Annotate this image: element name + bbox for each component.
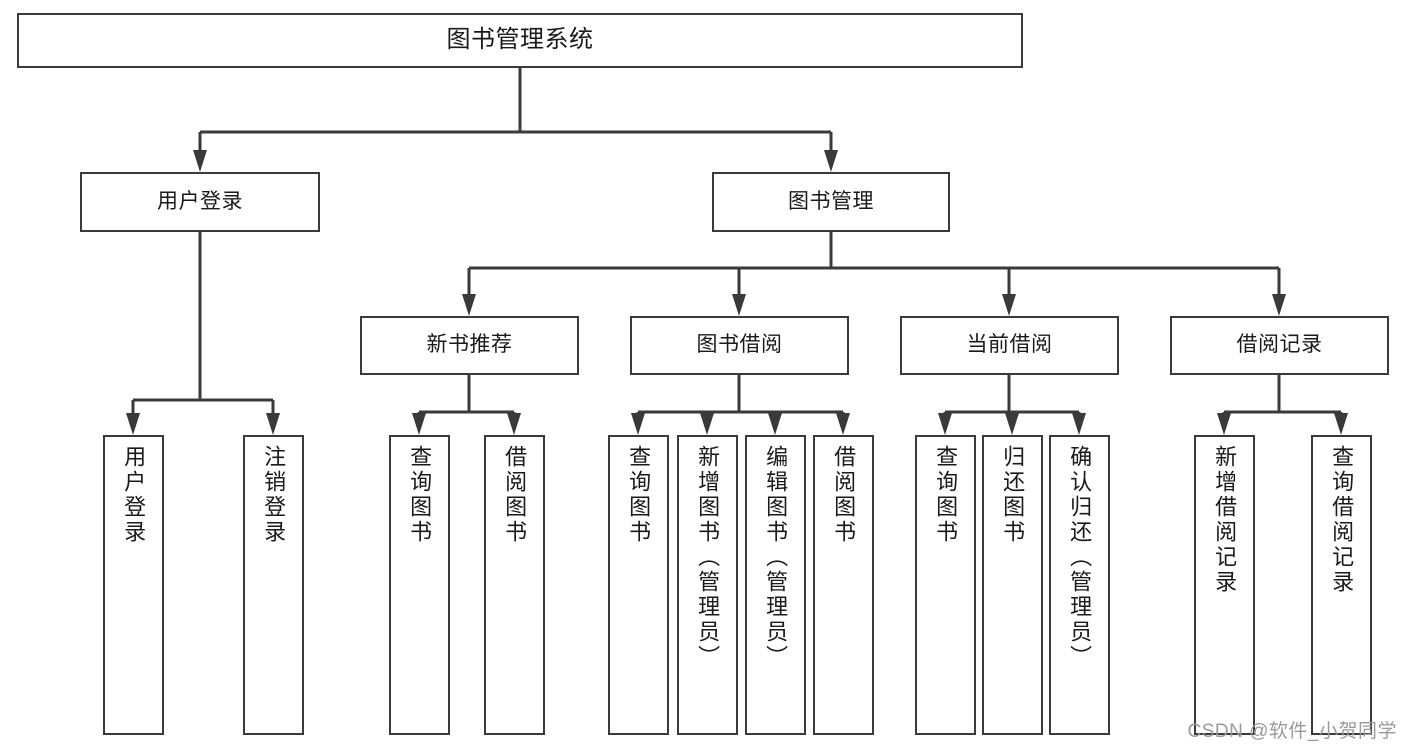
- node-leaf-5[interactable]: 新增图书（管理员）: [677, 435, 738, 735]
- node-level3-1[interactable]: 图书借阅: [630, 316, 849, 375]
- node-level3-3[interactable]: 借阅记录: [1170, 316, 1389, 375]
- watermark-text: CSDN @软件_小贺同学: [1187, 721, 1397, 742]
- node-leaf-6[interactable]: 编辑图书（管理员）: [745, 435, 806, 735]
- level2-to-level3-arrow-3: [1272, 294, 1286, 316]
- level3-group-1-arrow-2: [768, 413, 782, 435]
- node-label: 当前借阅: [966, 333, 1053, 357]
- node-level3-0[interactable]: 新书推荐: [360, 316, 579, 375]
- node-leaf-2[interactable]: 查询图书: [389, 435, 450, 735]
- node-label: 借阅图书: [502, 445, 528, 545]
- node-label: 新增图书（管理员）: [695, 445, 721, 670]
- node-leaf-1[interactable]: 注销登录: [243, 435, 304, 735]
- node-label: 编辑图书（管理员）: [763, 445, 789, 670]
- level3-group-1-arrow-0: [631, 413, 645, 435]
- level3-group-1-arrow-3: [836, 413, 850, 435]
- node-label: 注销登录: [261, 445, 287, 545]
- node-leaf-10[interactable]: 确认归还（管理员）: [1049, 435, 1110, 735]
- node-root-图书管理系统[interactable]: 图书管理系统: [17, 13, 1023, 68]
- level2-to-level3-arrow-0: [462, 294, 476, 316]
- node-label: 借阅图书: [831, 445, 857, 545]
- level3-group-3-arrow-0: [1217, 413, 1231, 435]
- node-label: 用户登录: [157, 189, 243, 213]
- node-label: 借阅记录: [1236, 333, 1323, 357]
- node-leaf-3[interactable]: 借阅图书: [484, 435, 545, 735]
- node-label: 图书管理系统: [446, 26, 594, 54]
- node-level3-2[interactable]: 当前借阅: [900, 316, 1119, 375]
- level3-group-3-arrow-1: [1334, 413, 1348, 435]
- level3-group-2-arrow-2: [1072, 413, 1086, 435]
- level2-to-level3-arrow-1: [732, 294, 746, 316]
- node-leaf-0[interactable]: 用户登录: [103, 435, 164, 735]
- node-leaf-12[interactable]: 查询借阅记录: [1311, 435, 1372, 735]
- node-label: 查询图书: [407, 445, 433, 545]
- node-level2-1[interactable]: 图书管理: [712, 172, 950, 232]
- level2-to-leaves-arrow-1: [266, 413, 280, 435]
- level3-group-2-arrow-1: [1005, 413, 1019, 435]
- node-label: 图书借阅: [696, 333, 783, 357]
- root-to-level2-arrow-0: [193, 150, 207, 172]
- node-label: 新书推荐: [426, 333, 513, 357]
- node-leaf-9[interactable]: 归还图书: [982, 435, 1043, 735]
- root-to-level2-arrow-1: [824, 150, 838, 172]
- level2-to-leaves-arrow-0: [126, 413, 140, 435]
- node-label: 用户登录: [121, 445, 147, 545]
- level3-group-2-arrow-0: [938, 413, 952, 435]
- level2-to-level3-arrow-2: [1002, 294, 1016, 316]
- node-level2-0[interactable]: 用户登录: [80, 172, 320, 232]
- node-label: 归还图书: [1000, 445, 1026, 545]
- node-label: 图书管理: [788, 189, 874, 213]
- level3-group-1-arrow-1: [700, 413, 714, 435]
- node-label: 查询图书: [626, 445, 652, 545]
- node-leaf-4[interactable]: 查询图书: [608, 435, 669, 735]
- node-label: 查询借阅记录: [1329, 445, 1355, 595]
- node-leaf-11[interactable]: 新增借阅记录: [1194, 435, 1255, 735]
- node-leaf-8[interactable]: 查询图书: [915, 435, 976, 735]
- node-label: 查询图书: [933, 445, 959, 545]
- level3-group-0-arrow-1: [507, 413, 521, 435]
- node-label: 新增借阅记录: [1212, 445, 1238, 595]
- node-label: 确认归还（管理员）: [1067, 445, 1093, 670]
- level3-group-0-arrow-0: [412, 413, 426, 435]
- node-leaf-7[interactable]: 借阅图书: [813, 435, 874, 735]
